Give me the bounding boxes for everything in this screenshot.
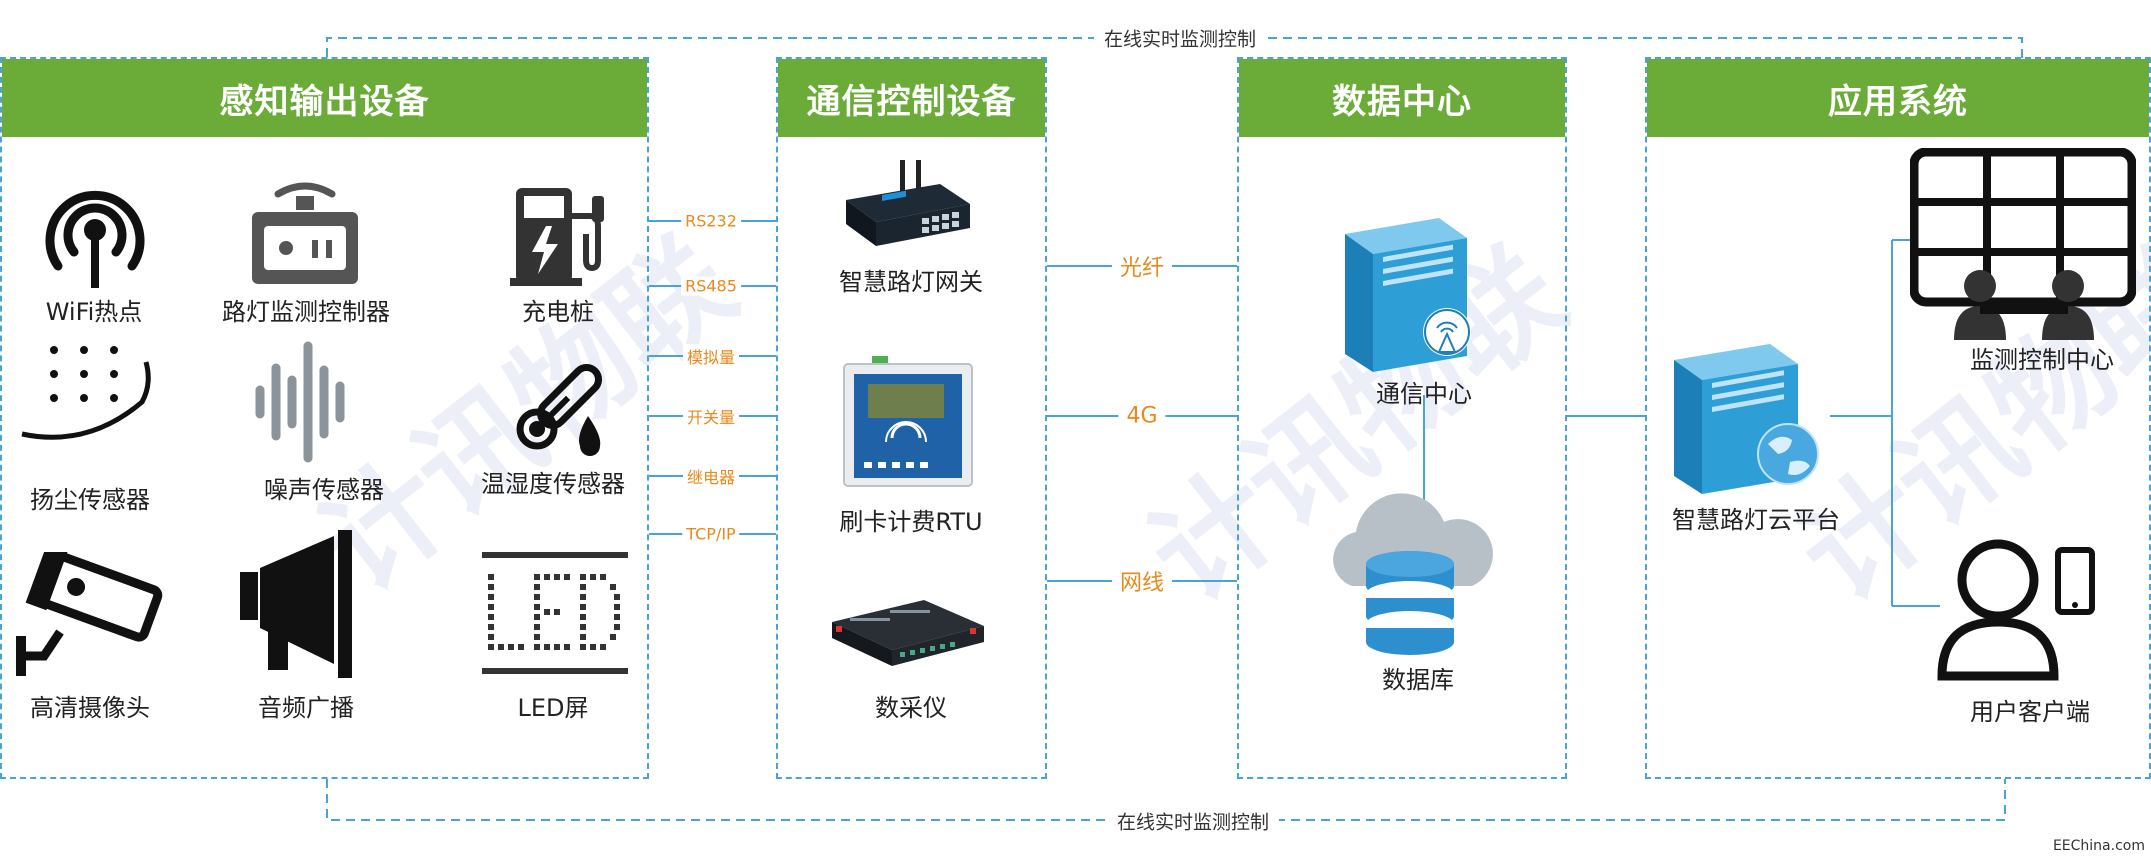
device-label: 数据库 [1382,666,1454,694]
panel-app: 应用系统 [1645,57,2151,779]
database-cloud-icon [1333,493,1493,655]
interface-label: 继电器 [682,464,740,488]
noise-sensor-icon [255,341,345,463]
device-label: 路灯监测控制器 [222,298,390,326]
interface-label: 模拟量 [682,344,740,368]
footer-brand: EEChina.com [2052,838,2145,854]
device-label: 音频广播 [258,694,354,722]
panel-comm: 通信控制设备 [776,57,1047,779]
speaker-icon [240,530,352,678]
network-label: 网线 [1111,565,1173,597]
device-label: 刷卡计费RTU [839,508,983,536]
interface-label: RS232 [681,211,741,231]
device-label: 高清摄像头 [30,694,150,722]
camera-icon [16,552,163,676]
server-icon [1345,218,1471,372]
device-label: 数采仪 [875,694,947,722]
wifi-hotspot-icon [45,190,145,288]
thermometer-icon [516,363,603,456]
gateway-icon [846,160,970,246]
monitor-center-icon [1910,148,2136,340]
device-label: 智慧路灯网关 [839,268,983,296]
interface-label: 开关量 [682,404,740,428]
user-client-icon [1937,539,2095,681]
device-label: LED屏 [517,694,589,722]
device-label: 充电桩 [522,298,594,326]
panel-datacenter: 数据中心 [1237,57,1567,779]
device-label: 监测控制中心 [1970,346,2114,374]
loop-label-bottom: 在线实时监测控制 [1106,807,1280,835]
interface-label: TCP/IP [682,524,740,544]
rtu-icon [843,356,973,487]
network-label: 4G [1118,403,1166,429]
device-label: 通信中心 [1376,380,1472,408]
dust-sensor-icon [21,346,151,440]
device-label: 噪声传感器 [264,476,384,504]
panel-sensing: 感知输出设备 [0,57,649,779]
device-label: 用户客户端 [1970,698,2090,726]
streetlight-controller-icon [252,182,358,284]
interface-label: RS485 [681,276,741,296]
loop-label-top: 在线实时监测控制 [1093,24,1267,52]
network-label: 光纤 [1111,250,1173,282]
charging-pile-icon [510,188,604,286]
device-label: WiFi热点 [45,298,143,326]
panel-title: 数据中心 [1239,59,1565,137]
device-label: 扬尘传感器 [30,486,150,514]
device-label: 智慧路灯云平台 [1672,506,1840,534]
panel-title: 感知输出设备 [2,59,647,137]
cloud-platform-server-icon [1674,344,1819,494]
panel-title: 通信控制设备 [778,59,1045,137]
data-logger-icon [832,600,984,666]
panel-title: 应用系统 [1647,59,2149,137]
led-screen-icon [482,552,628,674]
device-label: 温湿度传感器 [481,470,625,498]
